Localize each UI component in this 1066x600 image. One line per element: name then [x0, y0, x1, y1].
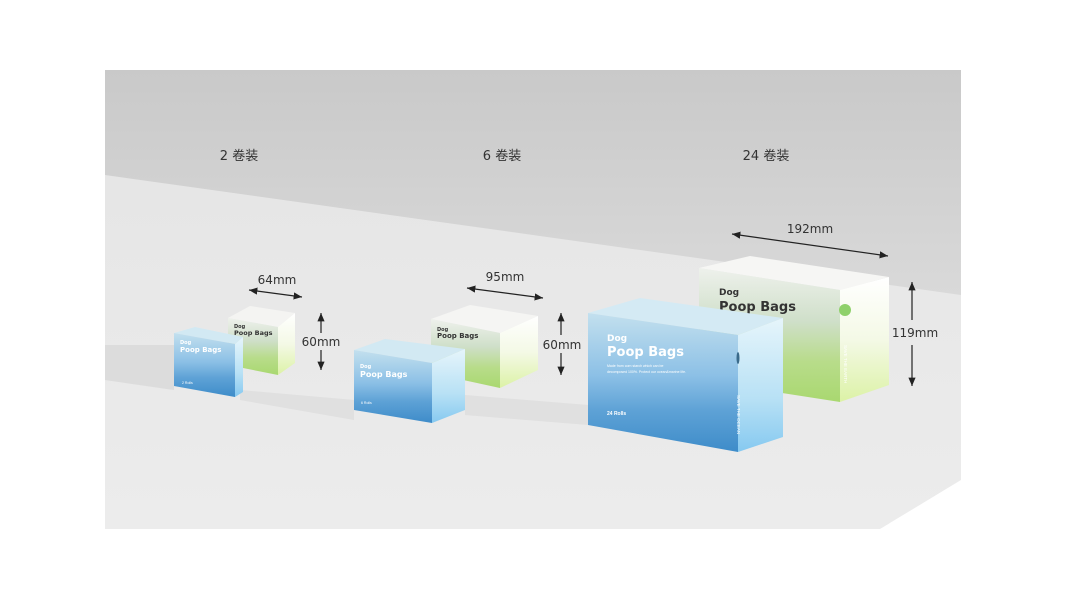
height-label: 119mm [892, 326, 938, 340]
description: decomposed 100%. Protect our ocean&marin… [607, 370, 686, 374]
box-medium-blue: Dog Poop Bags 6 Rolls [354, 339, 465, 423]
shadow [465, 395, 588, 425]
shadow [105, 345, 174, 390]
brand-line1: Dog [437, 327, 449, 333]
group-title-24: 24 卷装 [743, 148, 790, 164]
width-label: 95mm [486, 270, 525, 284]
tree-icon [839, 304, 851, 316]
brand-line2: Poop Bags [180, 346, 221, 354]
width-label: 64mm [258, 273, 297, 287]
rolls-label: 6 Rolls [361, 401, 372, 405]
brand-line2: Poop Bags [360, 370, 408, 379]
group-title-6: 6 卷装 [483, 148, 521, 164]
description: Made from corn starch which can be [607, 364, 663, 368]
side-text: SAVE THE OCEAN [736, 395, 741, 434]
brand-line2: Poop Bags [719, 300, 796, 315]
brand-line1: Dog [180, 340, 192, 346]
brand-line2: Poop Bags [437, 332, 478, 340]
brand-line1: Dog [234, 324, 246, 330]
rolls-label: 2 Rolls [182, 381, 193, 385]
side-text: SAVE THE EARTH [843, 345, 848, 383]
height-label: 60mm [543, 338, 582, 352]
brand-line1: Dog [360, 364, 372, 370]
height-label: 60mm [302, 335, 341, 349]
brand-line1: Dog [607, 334, 627, 344]
group-title-2: 2 卷装 [220, 148, 258, 164]
width-arrow [248, 287, 303, 300]
box-large-blue: Dog Poop Bags Made from corn starch whic… [588, 298, 783, 452]
width-label: 192mm [787, 222, 833, 236]
shadow [240, 390, 354, 420]
brand-line2: Poop Bags [234, 329, 273, 337]
rolls-label: 24 Rolls [607, 411, 626, 417]
width-arrow [466, 285, 544, 301]
floor-corner [880, 480, 961, 529]
brand-line1: Dog [719, 288, 739, 298]
box-small-blue: Dog Poop Bags 2 Rolls [174, 327, 243, 397]
width-arrow [731, 231, 889, 259]
brand-line2: Poop Bags [607, 345, 684, 360]
fish-icon [736, 352, 740, 364]
